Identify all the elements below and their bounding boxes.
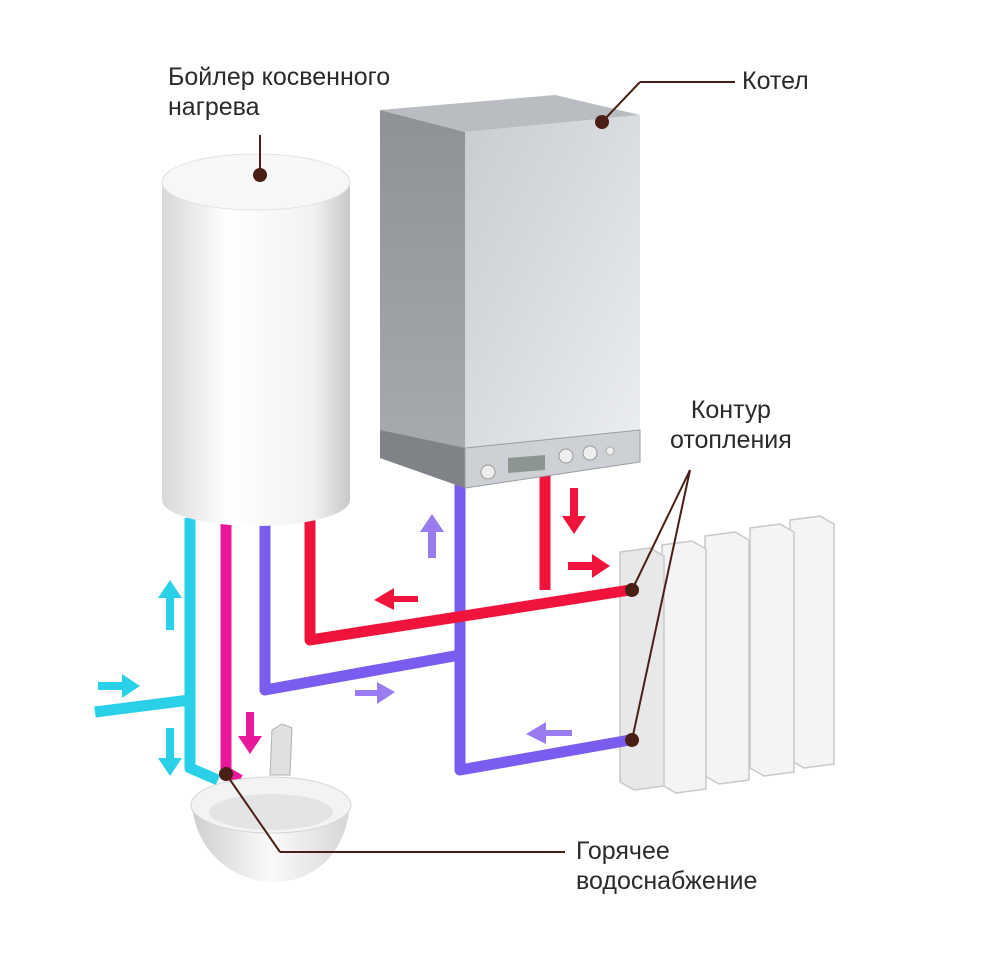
- supply-pipe-boiler: [304, 520, 631, 646]
- heating-circuit-label: Контур отопления: [670, 395, 792, 455]
- kotel-label: Котел: [742, 67, 809, 95]
- control-knob: [582, 445, 598, 461]
- hotwater-label-line2: водоснабжение: [576, 867, 758, 895]
- arrow-left-icon: [526, 722, 572, 744]
- arrow-right-icon: [568, 554, 610, 578]
- return-pipe-boiler: [259, 520, 461, 696]
- arrow-down-icon: [562, 488, 586, 534]
- flow-arrows: [98, 488, 610, 776]
- arrow-up-icon: [420, 514, 444, 558]
- arrow-up-icon: [158, 580, 182, 630]
- arrow-right-icon: [98, 674, 140, 698]
- sink: [190, 723, 352, 882]
- arrow-down-icon: [158, 728, 182, 776]
- display-screen: [508, 455, 545, 473]
- control-knob: [558, 448, 574, 464]
- indirect-heating-boiler: [161, 153, 351, 526]
- cold-water-pipe: [94, 518, 221, 786]
- arrow-left-icon: [374, 588, 418, 610]
- indicator: [605, 446, 615, 456]
- faucet: [269, 723, 293, 776]
- arrow-right-icon: [355, 682, 395, 704]
- leader-lines: [219, 81, 735, 853]
- hot-water-label: Горячее водоснабжение: [576, 836, 757, 896]
- hotwater-label-line1: Горячее: [576, 837, 670, 865]
- boiler-label-line2: нагрева: [168, 93, 260, 121]
- radiator: [619, 515, 835, 794]
- circuit-label-line1: Контур: [690, 396, 771, 424]
- hot-water-pipe: [220, 520, 243, 785]
- arrow-down-icon: [238, 712, 262, 754]
- gas-boiler: [380, 95, 641, 489]
- boiler-label-line1: Бойлер косвенного: [168, 63, 391, 91]
- circuit-label-line2: отопления: [670, 426, 792, 454]
- power-button: [480, 464, 496, 480]
- boiler-label: Бойлер косвенного нагрева: [168, 62, 390, 122]
- return-pipe-main: [454, 480, 631, 776]
